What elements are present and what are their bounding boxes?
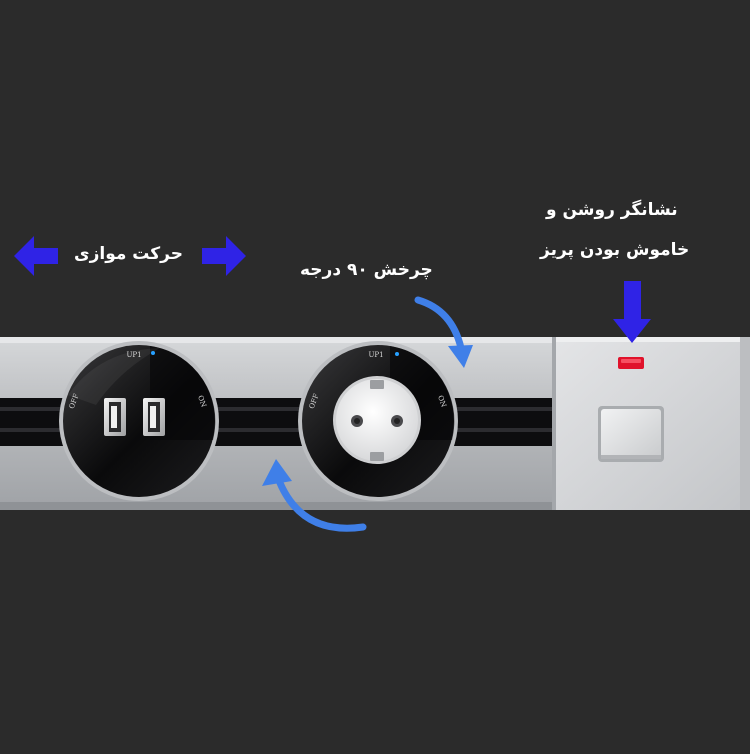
- usb-led: [151, 351, 155, 355]
- parallel-move-label: حرکت موازی: [74, 244, 184, 264]
- socket-on-mark: ON: [436, 394, 448, 408]
- left-arrow-icon: [14, 236, 58, 276]
- rotate-curve-arrow-icon: [262, 296, 473, 532]
- usb-port-left: [104, 398, 126, 436]
- usb-on-mark: ON: [196, 394, 208, 408]
- usb-module: UP1 OFF ON: [59, 341, 219, 501]
- socket-top-mark: UP1: [368, 351, 383, 359]
- usb-port-right: [143, 398, 165, 436]
- switch-box: [552, 337, 750, 510]
- indicator-label-line1: نشانگر روشن و: [546, 200, 678, 220]
- socket-module: UP1 OFF ON: [298, 341, 458, 501]
- indicator-label-line2: خاموش بودن پریز: [540, 240, 690, 260]
- rotate-90-label: چرخش ۹۰ درجه: [300, 260, 433, 280]
- right-arrow-icon: [202, 236, 246, 276]
- down-arrow-icon: [613, 281, 651, 343]
- usb-top-mark: UP1: [126, 351, 141, 359]
- schuko-socket: [333, 376, 421, 464]
- power-switch: [598, 406, 664, 462]
- socket-led: [395, 352, 399, 356]
